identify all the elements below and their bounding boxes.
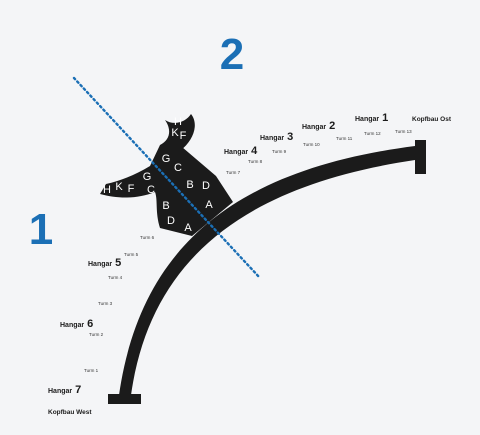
tower-labels: Turm 1 Turm 2 Turm 3 Turm 4 Turm 5 Turm … [84,129,412,373]
kopfbau-ost-label: Kopfbau Ost [412,116,452,123]
gate-h-upper: H [174,116,182,128]
gate-b-upper: B [186,179,193,191]
tower-2-label: Turm 2 [89,332,104,337]
tower-6-label: Turm 6 [140,235,155,240]
east-end-cap [415,140,426,174]
gate-f-upper: F [180,130,187,142]
zone-1-label: 1 [29,205,53,254]
gate-d-upper: D [202,180,210,192]
terminal-building [119,146,415,395]
gate-k-upper: K [171,127,179,139]
tower-8-label: Turm 8 [248,159,263,164]
central-pier [100,114,233,236]
gate-labels: A D B C G F K H A D B C G F K H [103,116,213,234]
tower-3-label: Turm 3 [98,301,113,306]
gate-a-upper: A [205,199,213,211]
tower-5-label: Turm 5 [124,252,139,257]
tower-10-label: Turm 10 [303,142,320,147]
gate-c-upper: C [174,162,182,174]
tower-13-label: Turm 13 [395,129,412,134]
gate-g-lower: G [143,171,152,183]
gate-g-upper: G [162,153,171,165]
west-end-cap [108,394,141,404]
gate-c-lower: C [147,184,155,196]
tower-1-label: Turm 1 [84,368,99,373]
gate-b-lower: B [162,200,169,212]
tower-12-label: Turm 12 [364,131,381,136]
gate-f-lower: F [128,183,135,195]
tower-7-label: Turm 7 [226,170,241,175]
gate-k-lower: K [115,181,123,193]
tower-9-label: Turm 9 [272,149,287,154]
tower-11-label: Turm 11 [336,136,353,141]
zone-2-label: 2 [220,30,244,79]
kopfbau-west-label: Kopfbau West [48,409,92,416]
gate-a-lower: A [184,222,192,234]
zone-divider-line [72,76,262,280]
tower-4-label: Turm 4 [108,275,123,280]
gate-h-lower: H [103,184,111,196]
gate-d-lower: D [167,215,175,227]
